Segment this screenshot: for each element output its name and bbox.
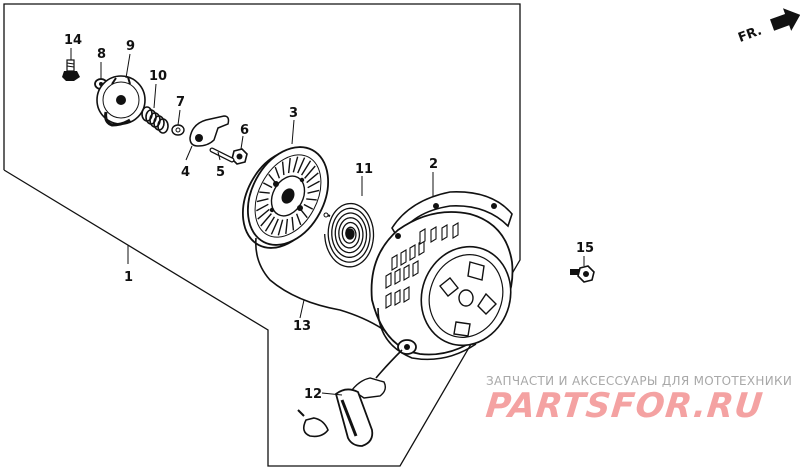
part-15-bolt — [570, 265, 595, 283]
callout-7: 7 — [176, 95, 185, 110]
part-12-starter-grip — [297, 377, 387, 447]
part-3-reel — [242, 146, 329, 249]
part-14-bolt — [62, 59, 80, 81]
part-10-spring — [141, 106, 169, 134]
callout-3: 3 — [289, 106, 298, 121]
watermark-logo: PARTSFOR.RU — [483, 386, 766, 426]
callout-12: 12 — [304, 387, 322, 402]
callout-10: 10 — [149, 69, 167, 84]
part-13-rope-lower — [375, 349, 403, 379]
callout-labels: 14 8 9 10 7 4 6 5 3 11 2 15 1 13 12 — [64, 33, 594, 402]
callout-6: 6 — [240, 123, 249, 138]
leader-lines — [70, 48, 585, 396]
callout-13: 13 — [293, 319, 311, 334]
callout-2: 2 — [429, 157, 438, 172]
direction-label: FR. — [736, 23, 764, 45]
part-5-pin — [209, 147, 235, 163]
part-2-starter-case — [370, 191, 514, 361]
callout-1: 1 — [124, 270, 133, 285]
part-4-ratchet — [189, 115, 230, 147]
callout-9: 9 — [126, 39, 135, 54]
watermark-tagline: ЗАПЧАСТИ И АКСЕССУАРЫ ДЛЯ МОТОТЕХНИКИ — [486, 374, 793, 388]
callout-11: 11 — [355, 162, 373, 177]
part-9-friction-plate — [96, 75, 146, 127]
part-6-nut — [231, 148, 248, 165]
part-11-recoil-spring — [323, 202, 375, 268]
callout-4: 4 — [181, 165, 190, 180]
callout-8: 8 — [97, 47, 106, 62]
callout-14: 14 — [64, 33, 82, 48]
front-direction-arrow: FR. — [736, 8, 800, 46]
part-7-washer — [171, 124, 185, 136]
callout-15: 15 — [576, 241, 594, 256]
assembly-boundary — [3, 3, 521, 467]
callout-5: 5 — [216, 165, 225, 180]
